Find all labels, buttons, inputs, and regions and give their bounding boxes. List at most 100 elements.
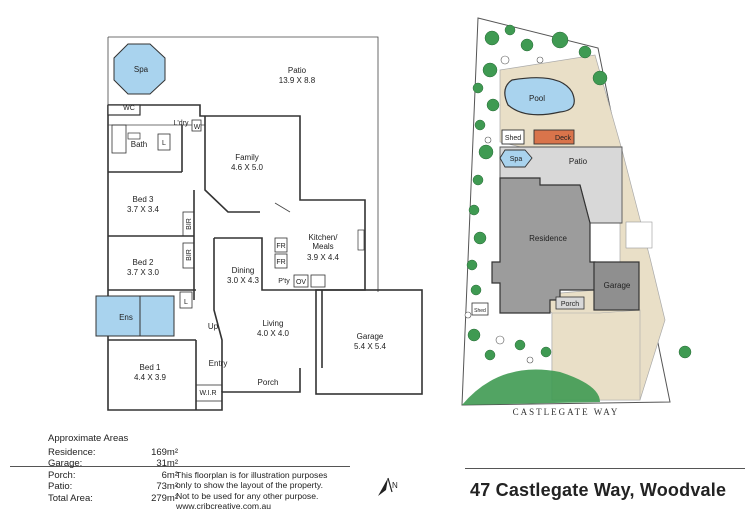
vanity xyxy=(127,132,141,140)
floor-plan: Spa Patio 13.9 X 8.8 WC L'dry W Bath L F… xyxy=(95,36,423,411)
disclaimer: This floorplan is for illustration purpo… xyxy=(176,470,356,512)
up-label: Up xyxy=(208,322,219,331)
disclaimer-line: Not to be used for any other purpose. xyxy=(176,490,319,501)
areas-row: Residence: 169m² xyxy=(48,447,178,459)
living-label: Living xyxy=(263,319,284,328)
area-label: Porch: xyxy=(48,469,76,481)
wc-room xyxy=(107,104,141,116)
linen-cupboard xyxy=(157,133,171,151)
fridge-box xyxy=(274,237,288,253)
areas-row: Porch: 6m² xyxy=(48,470,178,482)
front-lawn xyxy=(462,369,600,405)
pantry-label: P'ty xyxy=(278,278,290,285)
bathtub xyxy=(111,124,127,154)
bed2-dims: 3.7 X 3.0 xyxy=(127,268,160,277)
linen2-label: L xyxy=(184,299,188,306)
dining-dims: 3.0 X 4.3 xyxy=(227,276,260,285)
spa-shape xyxy=(499,149,533,168)
deck-box xyxy=(533,129,575,145)
area-label: Garage: xyxy=(48,458,83,470)
site-porch xyxy=(555,296,585,310)
patio-outline xyxy=(108,36,379,292)
disclaimer-line: This floorplan is for illustration purpo… xyxy=(176,470,328,480)
area-label: Patio: xyxy=(48,481,73,493)
garage-room xyxy=(315,289,423,395)
pool-shape xyxy=(504,77,575,116)
entry-wall xyxy=(213,238,223,392)
family-label: Family xyxy=(235,153,259,162)
living-dims: 4.0 X 4.0 xyxy=(257,329,290,338)
area-label: Total Area: xyxy=(48,492,93,504)
cooktop xyxy=(310,274,326,288)
disclaimer-line: only to show the layout of the property. xyxy=(176,480,323,491)
bed2-label: Bed 2 xyxy=(133,258,154,267)
small-shed-label: Shed xyxy=(474,308,486,314)
site-spa-label: Spa xyxy=(510,156,523,163)
site-garage-label: Garage xyxy=(604,281,631,290)
north-n: N xyxy=(392,481,398,490)
area-label: Residence: xyxy=(48,446,96,458)
fr2-label: FR xyxy=(276,259,285,266)
bath-label: Bath xyxy=(131,140,147,149)
garage-label: Garage xyxy=(357,332,384,341)
residence-shape xyxy=(491,177,596,314)
spa-shape xyxy=(113,43,166,95)
patio-label: Patio xyxy=(288,66,307,75)
fridge-box xyxy=(274,253,288,269)
website-link[interactable]: www.cribcreative.com.au xyxy=(176,501,272,512)
spa-label: Spa xyxy=(134,65,149,74)
kitchen-label: Kitchen/Meals xyxy=(309,233,339,251)
deck-label: Deck xyxy=(555,135,571,142)
grass-patch xyxy=(625,221,653,249)
ens-label: Ens xyxy=(119,313,133,322)
dining-label: Dining xyxy=(232,266,255,275)
area-value: 6m² xyxy=(161,469,178,481)
bir-label: BIR xyxy=(186,218,193,230)
kitchen-dims: 3.9 X 4.4 xyxy=(307,253,340,262)
wir-label: W.I.R xyxy=(199,390,216,397)
site-garage xyxy=(593,261,640,311)
shrub-icons xyxy=(464,55,544,364)
linen-cupboard xyxy=(179,291,193,309)
washer xyxy=(191,119,202,132)
family-dims: 4.6 X 5.0 xyxy=(231,163,264,172)
shower xyxy=(139,295,175,337)
areas-table: Approximate Areas Residence: 169m² Garage… xyxy=(48,433,178,505)
site-plan: Pool Shed Deck Spa Patio Residence Garag… xyxy=(461,17,692,417)
bed3-dims: 3.7 X 3.4 xyxy=(127,205,160,214)
areas-row: Total Area: 279m² xyxy=(48,493,178,505)
patio-dims: 13.9 X 8.8 xyxy=(279,76,316,85)
oven-label: OV xyxy=(296,279,306,286)
entry-label: Entry xyxy=(209,359,228,368)
shed-label: Shed xyxy=(505,135,521,142)
footer-rule-right xyxy=(465,468,745,469)
area-value: 31m² xyxy=(156,458,178,470)
area-value: 169m² xyxy=(151,446,178,458)
fr1-label: FR xyxy=(276,243,285,250)
dining-wall xyxy=(214,237,322,291)
tree-icons xyxy=(466,24,692,361)
ensuite-room xyxy=(95,295,141,337)
door-arc xyxy=(274,202,291,213)
pool-label: Pool xyxy=(529,94,545,103)
property-address: 47 Castlegate Way, Woodvale xyxy=(470,480,727,500)
bed3-label: Bed 3 xyxy=(133,195,154,204)
garage-dims: 5.4 X 5.4 xyxy=(354,342,387,351)
areas-title: Approximate Areas xyxy=(48,433,129,444)
north-arrow-icon: N xyxy=(378,477,398,496)
wc-label: WC xyxy=(123,105,135,112)
areas-row: Patio:73m² xyxy=(48,481,178,493)
area-value: 279m² xyxy=(151,492,178,504)
family-wall xyxy=(204,116,260,213)
bed1-dims: 4.4 X 3.9 xyxy=(134,373,167,382)
bir2-label: BIR xyxy=(186,249,193,261)
small-shed xyxy=(471,302,489,316)
w-label: W xyxy=(194,124,201,131)
street-label: CASTLEGATE WAY xyxy=(513,407,620,417)
linen-label: L xyxy=(162,140,166,147)
site-porch-label: Porch xyxy=(561,301,579,308)
areas-row: Garage: 31m² xyxy=(48,458,178,470)
site-patio-label: Patio xyxy=(569,157,588,166)
wir-box xyxy=(195,384,223,402)
